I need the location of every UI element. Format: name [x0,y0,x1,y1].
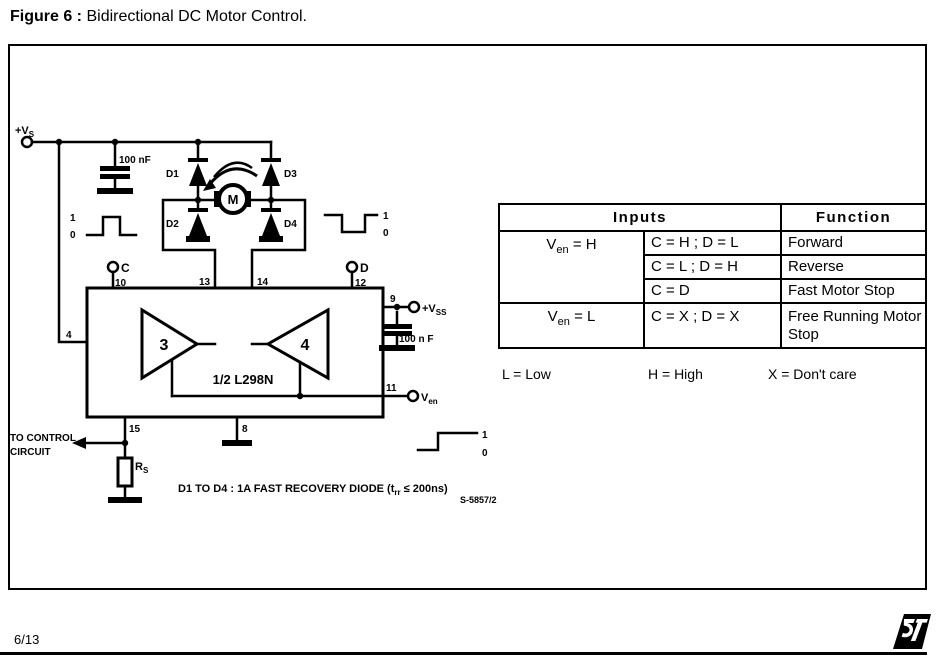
figure-number: Figure 6 : [10,8,83,25]
motor-letter: M [228,192,239,207]
d2-label: D2 [166,219,179,230]
d1-label: D1 [166,169,179,180]
table-row: C = L ; D = H Reverse [499,254,927,280]
waveform-c-input [85,215,138,237]
pin9-label: 9 [390,294,396,305]
footer-rule [0,652,927,655]
pin13-label: 13 [199,277,211,288]
ic-name: 1/2 L298N [213,372,274,387]
wire-out3 [161,198,217,346]
diode-note: D1 TO D4 : 1A FAST RECOVERY DIODE (trr ≤… [178,483,448,497]
wave-d-high-label: 1 [383,211,389,222]
cell-cd-freerun: C = X ; D = X [643,302,782,349]
d3-label: D3 [284,169,297,180]
amp4-number: 4 [301,337,310,354]
control-note-line2: CIRCUIT [10,447,51,458]
cap1-value: 100 nF [119,155,151,166]
pin10-label: 10 [115,278,127,289]
pin12-label: 12 [355,278,367,289]
truth-table: Inputs Function Ven = H C = H ; D = L Fo… [498,203,927,349]
control-note-line1: TO CONTROL [10,433,76,444]
st-logo-icon [893,614,931,649]
figure-title-text: Bidirectional DC Motor Control. [82,8,307,25]
pin14-label: 14 [257,277,269,288]
enable-net [170,358,420,403]
rs-label: RS [135,461,149,475]
schematic-code: S-5857/2 [460,495,497,505]
diode-d2 [186,198,210,242]
diode-d4 [259,198,283,242]
figure-caption: Figure 6 : Bidirectional DC Motor Contro… [10,8,307,26]
table-header-function: Function [780,203,927,232]
table-row: C = D Fast Motor Stop [499,278,927,304]
page-number: 6/13 [14,632,40,647]
sense-resistor [116,456,134,488]
cell-fn-reverse: Reverse [780,254,927,280]
amplifier-4 [264,307,330,381]
waveform-d-input [323,213,379,234]
d-input-label: D [360,261,369,275]
bypass-capacitor-vs [97,140,133,194]
sense-net [72,415,142,503]
cell-fn-faststop: Fast Motor Stop [780,278,927,304]
table-row: Ven = H C = H ; D = L Forward [498,230,927,304]
cell-cd-faststop: C = D [643,278,782,304]
vss-label: +VSS [422,303,447,317]
pin8-label: 8 [242,424,248,435]
arrow-left-icon [72,437,86,449]
rotation-arrow-outer [207,167,258,186]
vss-net [379,300,421,351]
ground-symbol [186,236,210,242]
ven-terminal [406,389,420,403]
d4-label: D4 [284,219,297,230]
cap2-value: 100 n F [399,334,433,345]
pin11-label: 11 [386,383,397,394]
diode-d1 [188,140,208,202]
ground-symbol [379,345,415,351]
ground-symbol [97,188,133,194]
table-row: Ven = L C = X ; D = X Free Running Motor… [498,302,927,349]
amp3-number: 3 [160,337,169,354]
pin4-label: 4 [66,330,72,341]
legend-low: L = Low [502,366,551,382]
wave-en-high-label: 1 [482,430,488,441]
diode-d3 [261,140,281,202]
waveform-enable [416,431,479,452]
amplifier-3 [140,307,200,381]
legend-dontcare: X = Don't care [768,366,857,382]
wave-en-low-label: 0 [482,448,488,459]
supply-rail [20,135,273,344]
ic-block [85,286,385,419]
ground-symbol [108,497,142,503]
vs-label: +VS [15,125,35,139]
wave-c-low-label: 0 [70,230,76,241]
ground-pin8 [222,415,252,446]
cell-cd-reverse: C = L ; D = H [643,254,782,280]
legend-high: H = High [648,366,703,382]
wave-c-high-label: 1 [70,213,76,224]
ground-symbol [259,236,283,242]
cell-fn-freerun: Free Running Motor Stop [780,302,927,349]
vss-terminal [407,300,421,314]
wave-d-low-label: 0 [383,228,389,239]
ven-label: Ven [421,392,438,406]
cell-cd-forward: C = H ; D = L [643,230,782,256]
c-input-label: C [121,261,130,275]
cell-ven-high: Ven = H [498,230,645,304]
cell-ven-low: Ven = L [498,302,645,349]
table-header-inputs: Inputs [498,203,782,232]
ground-symbol [222,440,252,446]
wire-out4 [250,198,307,346]
motor-symbol [194,161,275,215]
rotation-arrowhead [203,179,216,191]
pin15-label: 15 [129,424,141,435]
cell-fn-forward: Forward [780,230,927,256]
rotation-arrow-inner [213,161,253,178]
